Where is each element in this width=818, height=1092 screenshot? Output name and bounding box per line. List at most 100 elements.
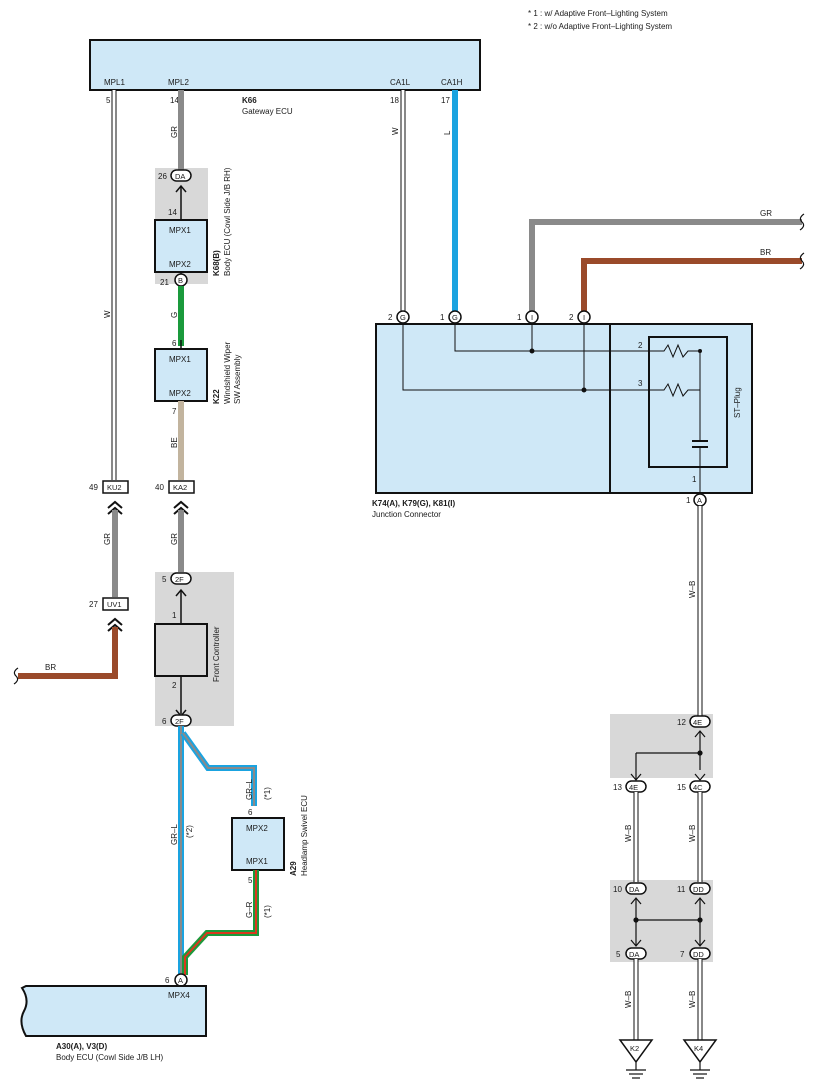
wiper-pin-bottom: 7 — [172, 407, 177, 416]
body-ecu-lh-name: Body ECU (Cowl Side J/B LH) — [56, 1053, 163, 1062]
wire-label-g: G — [170, 312, 179, 318]
da-connector-rh-pin: 26 — [158, 172, 167, 181]
conn-4e-13-pin: 13 — [613, 783, 622, 792]
wire-br-right — [581, 258, 802, 312]
headlamp-t1: MPX2 — [246, 824, 268, 833]
junction-connector — [375, 323, 753, 494]
da-connector-rh — [170, 169, 192, 182]
conn-dd-7-pin: 7 — [680, 950, 685, 959]
wire-label-gr-mpl2: GR — [170, 126, 179, 138]
wire-label-br-right: BR — [760, 248, 771, 257]
wire-star1-top: (*1) — [263, 787, 272, 800]
conn-da-5-pin: 5 — [616, 950, 621, 959]
front-controller-name: Front Controller — [212, 626, 221, 682]
junction-name: Junction Connector — [372, 510, 441, 519]
wire-label-wb-4: W–B — [688, 991, 697, 1008]
wiper-t1: MPX1 — [169, 355, 191, 364]
junction-conn-g-1-label: G — [452, 313, 458, 322]
2f-connector-top-pin: 5 — [162, 575, 167, 584]
2f-connector-top-label: 2F — [175, 575, 184, 584]
st-plug-pin-1: 1 — [692, 475, 697, 484]
headlamp-swivel-ecu: MPX2 MPX1 — [231, 817, 285, 871]
st-plug-label: ST–Plug — [733, 387, 742, 418]
junction-pin-2-i: 2 — [569, 313, 574, 322]
gateway-terminal-mpl1: MPL1 — [104, 78, 125, 87]
gateway-terminal-ca1l: CA1L — [390, 78, 411, 87]
gateway-ecu: MPL1 MPL2 CA1L CA1H 5 14 18 17 K66 Gatew… — [89, 39, 481, 116]
wire-wb-pair-1 — [633, 792, 703, 882]
conn-4e-13-label: 4E — [629, 783, 638, 792]
body-ecu-rh-code: K68(B) — [212, 250, 221, 276]
2f-connector-bottom-pin: 6 — [162, 717, 167, 726]
ka2-pin: 40 — [155, 483, 164, 492]
junction-code: K74(A), K79(G), K81(I) — [372, 499, 455, 508]
wiper-t2: MPX2 — [169, 389, 191, 398]
body-ecu-lh-pin: 6 — [165, 976, 170, 985]
front-controller-pin-top: 1 — [172, 611, 177, 620]
conn-4c-15-label: 4C — [693, 783, 703, 792]
body-ecu-rh-t2: MPX2 — [169, 260, 191, 269]
wire-label-grl-main: GR–L — [170, 824, 179, 845]
body-ecu-lh-terminal: MPX4 — [168, 991, 190, 1000]
junction-pin-1-g: 1 — [440, 313, 445, 322]
wire-label-wb-1: W–B — [624, 825, 633, 842]
conn-4e-12 — [689, 715, 711, 728]
conn-da-10-pin: 10 — [613, 885, 622, 894]
wire-g-r — [182, 870, 259, 975]
conn-4c-15-pin: 15 — [677, 783, 686, 792]
junction-conn-i-1-label: I — [531, 313, 533, 322]
st-plug-pin-3: 3 — [638, 379, 643, 388]
wire-label-gr: G–R — [245, 901, 254, 918]
ku2-label: KU2 — [107, 483, 122, 492]
wire-label-gr-center: GR — [170, 533, 179, 545]
conn-dd-7-label: DD — [693, 950, 704, 959]
uv1-pin: 27 — [89, 600, 98, 609]
wire-label-wb-2: W–B — [688, 825, 697, 842]
wire-gr-l — [178, 726, 257, 975]
st-plug — [648, 336, 728, 493]
wire-star1-bottom: (*1) — [263, 905, 272, 918]
junction-conn-g-2-label: G — [400, 313, 406, 322]
front-controller-pin-bottom: 2 — [172, 681, 177, 690]
upper-splice — [630, 730, 706, 781]
wire-label-gr-right: GR — [760, 209, 772, 218]
gateway-pin-18: 18 — [390, 96, 399, 105]
headlamp-t2: MPX1 — [246, 857, 268, 866]
wiper-switch: MPX1 MPX2 — [154, 348, 208, 402]
body-ecu-lh-code: A30(A), V3(D) — [56, 1042, 107, 1051]
conn-da-10-label: DA — [629, 885, 639, 894]
wiper-name-2: SW Assembly — [233, 355, 242, 404]
junction-conn-i-2-label: I — [583, 313, 585, 322]
conn-da-5-label: DA — [629, 950, 639, 959]
gateway-terminal-mpl2: MPL2 — [168, 78, 189, 87]
conn-dd-11 — [689, 882, 711, 895]
wire-label-wb-main: W–B — [688, 581, 697, 598]
ka2-connector — [168, 480, 195, 494]
uv1-connector — [102, 597, 129, 611]
br-left-break — [13, 667, 19, 685]
conn-da-10 — [625, 882, 647, 895]
junction-conn-a-pin: 1 — [686, 496, 691, 505]
da-connector-rh-label: DA — [175, 172, 185, 181]
ka2-label: KA2 — [173, 483, 187, 492]
gateway-pin-14: 14 — [170, 96, 179, 105]
wire-label-w-left: W — [103, 310, 112, 318]
body-ecu-lh: MPX4 — [20, 985, 207, 1037]
lower-splice — [630, 897, 706, 947]
body-ecu-rh-pin-top: 14 — [168, 208, 177, 217]
b-connector-label: B — [178, 276, 183, 285]
conn-dd-11-label: DD — [693, 885, 704, 894]
2f-connector-top — [170, 572, 192, 585]
front-controller — [154, 623, 208, 677]
st-plug-pin-2: 2 — [638, 341, 643, 350]
gateway-terminal-ca1h: CA1H — [441, 78, 463, 87]
ground-k4 — [682, 1039, 718, 1079]
wire-label-l: L — [443, 130, 452, 135]
body-ecu-rh-name: Body ECU (Cowl Side J/B RH) — [223, 167, 232, 276]
conn-4e-12-label: 4E — [693, 718, 702, 727]
wire-label-w-ca1l: W — [391, 127, 400, 135]
wire-label-be: BE — [170, 437, 179, 448]
wire-br-left — [18, 627, 118, 679]
ku2-pin: 49 — [89, 483, 98, 492]
